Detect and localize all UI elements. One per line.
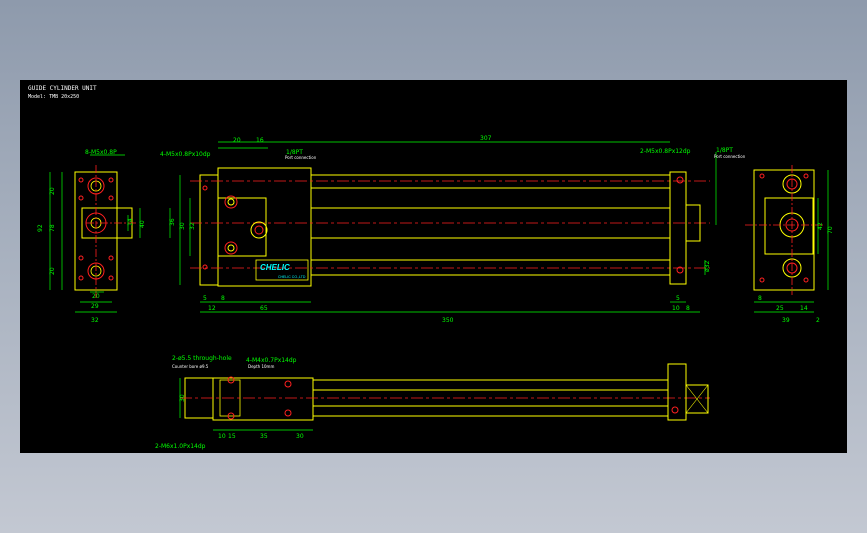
dim-42: 42 (817, 222, 824, 230)
dim-2: 2 (816, 317, 820, 324)
brand-logo: CHELIC (260, 263, 290, 272)
dim-36-front: 36 (169, 218, 176, 226)
note-bottom-a: 2-ø5.5 through-hole (172, 355, 232, 362)
dim-14: 14 (127, 218, 134, 226)
note-port-left-sub: Port connection (285, 155, 317, 160)
dim-30-bottom-right: 30 (296, 433, 304, 440)
dim-29: 29 (91, 303, 99, 310)
right-end-view: 42 70 8 25 14 39 2 (745, 165, 834, 324)
note-port-right-sub: Port connection (714, 154, 746, 159)
dim-30-front: 30 (179, 222, 186, 230)
dim-40: 40 (139, 220, 146, 228)
dim-32: 32 (91, 317, 99, 324)
note-2-m5: 2-M5x0.8Px12dp (640, 148, 691, 155)
note-bottom-b2: Depth 10mm (248, 364, 274, 369)
dim-20-left: 20 (49, 187, 56, 195)
dim-92: 92 (37, 224, 44, 232)
dim-15-bottom: 15 (228, 433, 236, 440)
note-4-m5: 4-M5x0.8Px10dp (160, 151, 211, 158)
dim-25: 25 (776, 305, 784, 312)
dim-78: 78 (49, 224, 56, 232)
note-bottom-b: 4-M4x0.7Px14dp (246, 357, 297, 364)
dim-5-right: 5 (676, 295, 680, 302)
drawing-model: Model: TMB 20x250 (28, 94, 79, 100)
dim-10-bottom: 10 (218, 433, 226, 440)
dim-14-rv: 14 (800, 305, 808, 312)
dim-20-low: 20 (49, 267, 56, 275)
dim-307: 307 (480, 135, 492, 142)
bottom-view: 30 10 15 35 30 2-ø5.5 through-hole Count… (155, 355, 710, 450)
dim-8-right: 8 (686, 305, 690, 312)
dim-8-rv: 8 (758, 295, 762, 302)
drawing-title: GUIDE CYLINDER UNIT (28, 85, 97, 92)
cad-viewport[interactable]: GUIDE CYLINDER UNIT Model: TMB 20x250 (20, 80, 847, 453)
dim-16-top: 16 (256, 137, 264, 144)
dim-32-front: 32 (189, 222, 196, 230)
dim-20-top: 20 (233, 137, 241, 144)
dim-5: 5 (203, 295, 207, 302)
cad-drawing: GUIDE CYLINDER UNIT Model: TMB 20x250 (28, 85, 834, 450)
dim-65: 65 (260, 305, 268, 312)
dim-10: 10 (672, 305, 680, 312)
dim-8: 8 (221, 295, 225, 302)
dim-phi32: ø32 (704, 261, 711, 272)
dim-label-8-m5: 8-M5x0.8P (85, 149, 117, 156)
dim-70: 70 (827, 226, 834, 234)
dim-350: 350 (442, 317, 454, 324)
note-bottom-a2: Counter bore ø9.5 (172, 364, 209, 369)
left-end-view: 8-M5x0.8P 20 29 32 20 78 92 20 40 14 (37, 149, 146, 324)
note-port-left: 1/8PT (286, 149, 303, 156)
dim-30-bottom: 30 (179, 394, 186, 402)
front-view: CHELIC CHELIC CO.,LTD 20 16 307 5 12 8 6… (160, 135, 746, 324)
note-bottom-c: 2-M6x1.0Px14dp (155, 443, 206, 450)
dim-20-bottom: 20 (92, 293, 100, 300)
dim-35-bottom: 35 (260, 433, 268, 440)
note-port-right: 1/8PT (716, 147, 733, 154)
dim-39: 39 (782, 317, 790, 324)
dim-12: 12 (208, 305, 216, 312)
brand-subtitle: CHELIC CO.,LTD (278, 275, 306, 279)
